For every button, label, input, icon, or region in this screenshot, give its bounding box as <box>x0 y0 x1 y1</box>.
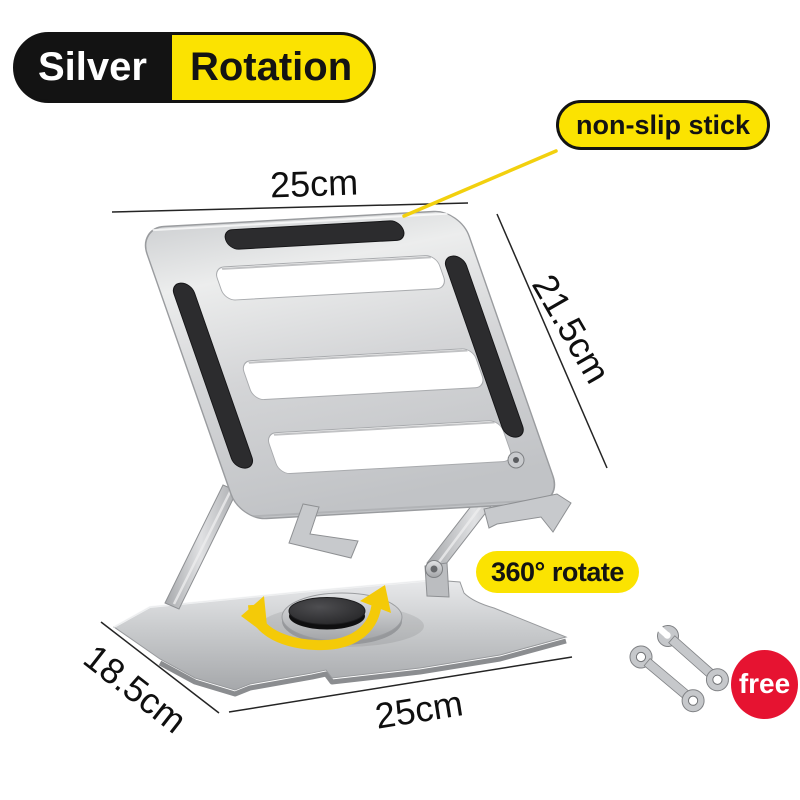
rotation-badge: 360° rotate <box>476 551 639 593</box>
wrench-icon <box>629 623 729 713</box>
nonslip-pad-left <box>172 282 254 469</box>
feature-variant-label: Rotation <box>171 35 374 100</box>
dimension-line-platform-depth <box>496 213 608 469</box>
free-badge: free <box>731 650 798 719</box>
rotation-arrow-icon <box>241 585 391 651</box>
color-variant-label: Silver <box>16 35 172 100</box>
nonslip-callout-badge: non-slip stick <box>556 100 771 150</box>
dimension-line-platform-width <box>111 202 469 213</box>
base-edge-highlight <box>113 579 435 628</box>
callout-pointer-line <box>402 149 558 218</box>
platform-cutout <box>242 348 484 401</box>
dimension-lines <box>100 202 608 714</box>
platform-cutout <box>267 420 512 475</box>
nonslip-pad-right <box>444 255 524 438</box>
dimension-label-platform-width: 25cm <box>269 161 359 206</box>
rotating-disc <box>260 592 424 647</box>
front-hooks <box>288 493 572 559</box>
laptop-platform <box>144 210 556 520</box>
dimension-line-base-depth <box>100 621 220 714</box>
base-edge-thickness <box>158 638 567 697</box>
dimension-line-base-width <box>228 656 573 713</box>
variant-badge: Silver Rotation <box>13 32 377 103</box>
nonslip-pad-top <box>224 220 405 250</box>
front-leg <box>164 484 238 610</box>
